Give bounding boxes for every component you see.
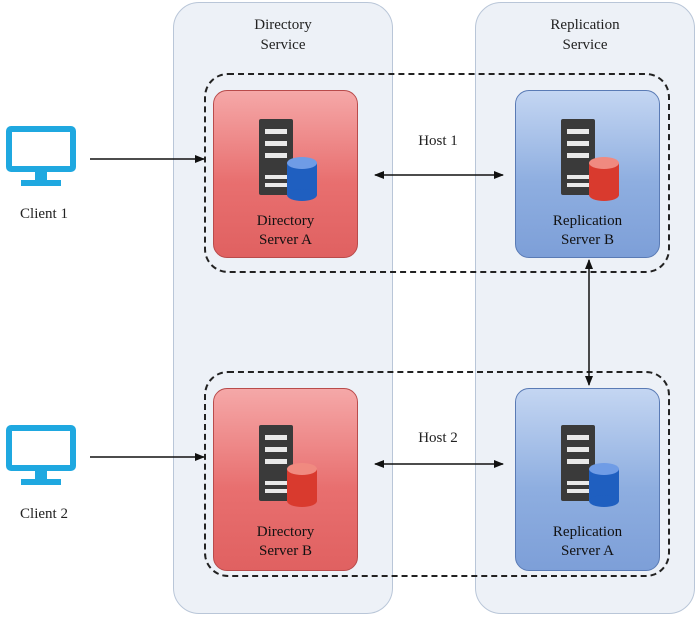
- lane-title-line: Service: [260, 37, 306, 53]
- server-label-line: Server A: [259, 232, 312, 248]
- server-label: Replication Server A: [516, 523, 659, 561]
- server-label-line: Replication: [552, 524, 623, 540]
- server-label-line: Server B: [561, 232, 614, 248]
- client-2-label: Client 2: [20, 506, 68, 522]
- directory-server-a[interactable]: Directory Server A: [213, 90, 358, 258]
- server-label-line: Replication: [552, 213, 623, 229]
- host-2-label: Host 2: [418, 430, 458, 446]
- server-label: Directory Server B: [214, 523, 357, 561]
- replication-server-b[interactable]: Replication Server B: [515, 90, 660, 258]
- database-icon: [287, 463, 317, 507]
- directory-server-b[interactable]: Directory Server B: [213, 388, 358, 571]
- lane-title-line: Directory: [254, 17, 312, 33]
- replication-service-title: Replication Service: [476, 15, 694, 55]
- database-icon: [589, 157, 619, 201]
- server-label: Replication Server B: [516, 212, 659, 250]
- server-label-line: Server B: [259, 543, 312, 559]
- replication-server-a[interactable]: Replication Server A: [515, 388, 660, 571]
- directory-service-title: Directory Service: [174, 15, 392, 55]
- monitor-icon[interactable]: [6, 425, 76, 491]
- server-database-icon: [561, 119, 619, 201]
- client-1-label: Client 1: [20, 206, 68, 222]
- server-database-icon: [259, 119, 317, 201]
- lane-title-line: Service: [562, 37, 608, 53]
- server-label-line: Directory: [256, 213, 315, 229]
- host-1-group: [204, 73, 670, 273]
- database-icon: [287, 157, 317, 201]
- host-2-group: [204, 371, 670, 577]
- server-label: Directory Server A: [214, 212, 357, 250]
- host-1-label: Host 1: [418, 133, 458, 149]
- server-database-icon: [561, 425, 619, 507]
- server-database-icon: [259, 425, 317, 507]
- lane-title-line: Replication: [550, 17, 620, 33]
- server-label-line: Directory: [256, 524, 315, 540]
- database-icon: [589, 463, 619, 507]
- server-label-line: Server A: [561, 543, 614, 559]
- monitor-icon[interactable]: [6, 126, 76, 192]
